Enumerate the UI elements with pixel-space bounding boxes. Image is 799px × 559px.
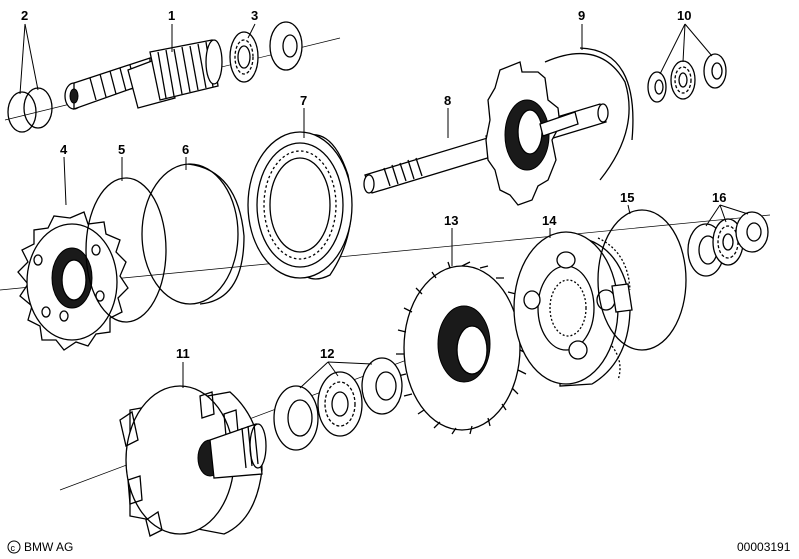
callout-11: 11 bbox=[176, 346, 190, 361]
part-1-input-shaft bbox=[64, 39, 223, 110]
part-6-snap-ring bbox=[141, 163, 245, 305]
callout-1: 1 bbox=[168, 8, 175, 23]
callout-7: 7 bbox=[300, 93, 307, 108]
part-11-drum bbox=[119, 385, 267, 537]
part-5-snap-ring bbox=[85, 177, 167, 323]
callout-4: 4 bbox=[60, 142, 68, 157]
callout-9: 9 bbox=[578, 8, 585, 23]
callout-10: 10 bbox=[677, 8, 691, 23]
axis-line-middle bbox=[0, 214, 771, 291]
part-7-ring-gear bbox=[247, 131, 353, 280]
callout-12: 12 bbox=[320, 346, 334, 361]
callout-15: 15 bbox=[620, 190, 634, 205]
callout-5: 5 bbox=[118, 142, 125, 157]
part-4-sprocket-plate bbox=[17, 211, 129, 351]
part-14-planet-carrier bbox=[513, 231, 633, 387]
callout-8: 8 bbox=[444, 93, 451, 108]
callout-3: 3 bbox=[251, 8, 258, 23]
part-12-bearing-set bbox=[273, 357, 403, 451]
part-3-thrust-bearing bbox=[229, 21, 303, 83]
footer-brand: BMW AG bbox=[24, 540, 73, 554]
callout-14: 14 bbox=[542, 213, 557, 228]
part-15-snap-ring bbox=[597, 209, 687, 351]
callout-13: 13 bbox=[444, 213, 458, 228]
part-13-toothed-plate bbox=[396, 261, 529, 435]
svg-text:c: c bbox=[11, 543, 16, 553]
callout-6: 6 bbox=[182, 142, 189, 157]
copyright-icon: c bbox=[7, 540, 21, 554]
callout-16: 16 bbox=[712, 190, 726, 205]
part-10-bearing-set bbox=[647, 53, 727, 103]
part-16-bearing-set bbox=[687, 211, 769, 277]
footer-drawing-number: 00003191 bbox=[737, 540, 791, 554]
part-9-sprocket-carrier bbox=[485, 47, 634, 206]
callout-2: 2 bbox=[21, 8, 28, 23]
leader-lines bbox=[19, 23, 749, 389]
